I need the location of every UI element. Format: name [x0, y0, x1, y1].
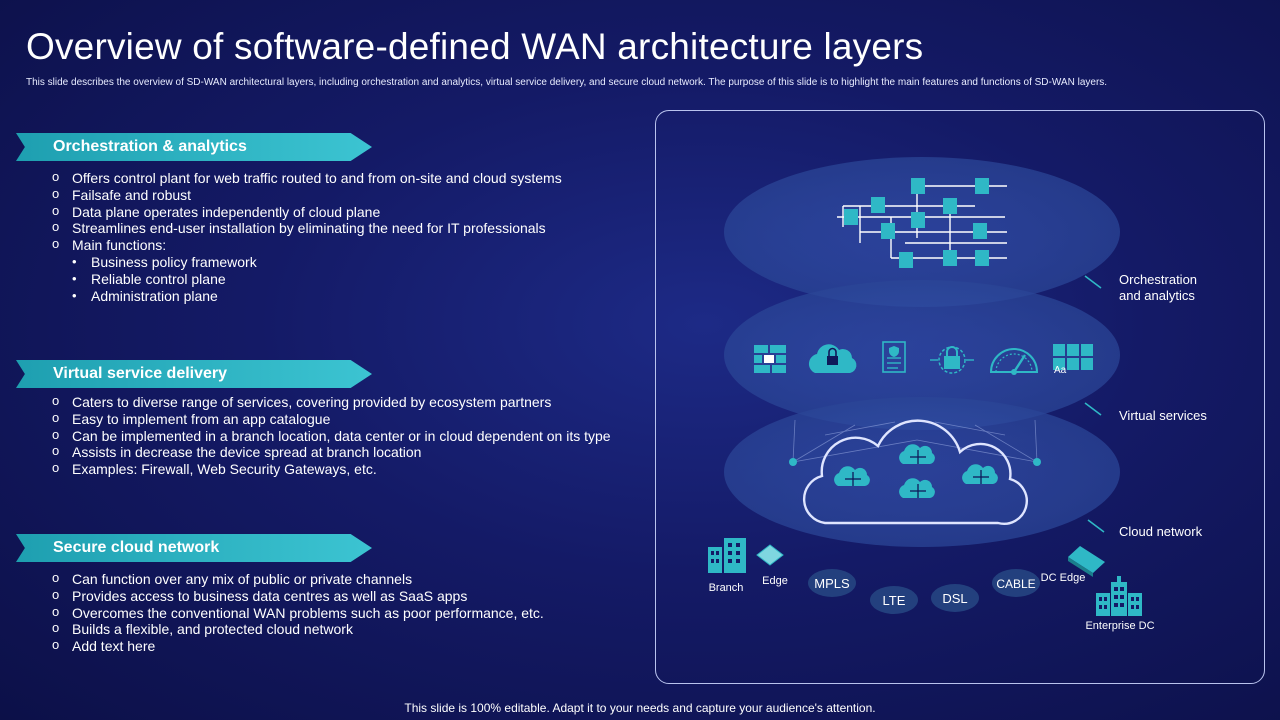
list-item: Easy to implement from an app catalogue — [52, 410, 611, 428]
list-item: Assists in decrease the device spread at… — [52, 443, 611, 461]
app-grid-icon: Aa — [1053, 344, 1093, 376]
sub-list-item: Reliable control plane — [52, 271, 562, 288]
cable-node — [992, 569, 1040, 597]
node-label-enterprise-dc: Enterprise DC — [1085, 620, 1154, 632]
dc-edge-device-icon — [1068, 546, 1105, 577]
page-subtitle: This slide describes the overview of SD-… — [26, 77, 1108, 88]
list-item: Main functions: — [52, 236, 562, 254]
cloud-network-node — [1033, 458, 1041, 466]
list-item: Can be implemented in a branch location,… — [52, 427, 611, 445]
sub-list-item: Business policy framework — [52, 254, 562, 271]
list-item: Examples: Firewall, Web Security Gateway… — [52, 460, 611, 478]
node-label-branch: Branch — [709, 582, 744, 594]
cloud-network-mesh — [792, 419, 1038, 463]
cloud-lock-icon — [808, 344, 857, 373]
dsl-node — [931, 584, 979, 612]
node-label-dc-edge: DC Edge — [1041, 572, 1086, 584]
list-item: Streamlines end-user installation by eli… — [52, 219, 562, 237]
firewall-icon — [754, 345, 786, 373]
list-item: Can function over any mix of public or p… — [52, 570, 544, 588]
node-label-cable: CABLE — [996, 577, 1035, 591]
orchestration-bullet-list: Offers control plant for web traffic rou… — [52, 169, 562, 305]
node-label-mpls: MPLS — [814, 576, 850, 591]
mpls-node — [808, 569, 856, 597]
layer-callout-lines — [1084, 275, 1105, 533]
section-heading: Secure cloud network — [53, 539, 220, 556]
layer-label-orchestration-line2: and analytics — [1119, 288, 1195, 303]
list-item: Data plane operates independently of clo… — [52, 203, 562, 221]
list-item: Provides access to business data centres… — [52, 587, 544, 605]
section-banner-secure-cloud: Secure cloud network — [16, 534, 372, 562]
cloud-outline-icon — [802, 419, 1028, 525]
branch-building-icon — [708, 538, 746, 573]
architecture-diagram: Aa Orchestration and analytics Virtual s… — [708, 157, 1207, 632]
list-item: Caters to diverse range of services, cov… — [52, 393, 611, 411]
sub-list-item: Administration plane — [52, 288, 562, 305]
architecture-diagram-panel — [655, 110, 1265, 684]
node-label-lte: LTE — [883, 593, 906, 608]
virtual-services-layer — [724, 280, 1120, 430]
app-grid-icon-text: Aa — [1054, 365, 1067, 376]
section-heading: Virtual service delivery — [53, 365, 228, 382]
network-lock-icon — [930, 346, 974, 374]
section-heading: Orchestration & analytics — [53, 138, 247, 155]
enterprise-dc-building-icon — [1096, 576, 1142, 616]
layer-label-virtual-services: Virtual services — [1119, 408, 1207, 423]
layer-label-orchestration: Orchestration — [1119, 272, 1197, 287]
section-banner-orchestration: Orchestration & analytics — [16, 133, 372, 161]
cloud-router-arrows — [845, 450, 989, 498]
node-label-edge: Edge — [762, 575, 788, 587]
list-item: Add text here — [52, 637, 544, 655]
page-title: Overview of software-defined WAN archite… — [26, 26, 924, 67]
lte-node — [870, 586, 918, 614]
speedometer-icon — [989, 348, 1039, 375]
list-item: Overcomes the conventional WAN problems … — [52, 604, 544, 622]
cloud-network-layer — [724, 397, 1120, 547]
cloud-network-node — [789, 458, 797, 466]
section-banner-virtual-service: Virtual service delivery — [16, 360, 372, 388]
footer-note: This slide is 100% editable. Adapt it to… — [404, 701, 876, 715]
orchestration-node-icons — [844, 178, 989, 268]
node-label-dsl: DSL — [942, 591, 967, 606]
list-item: Builds a flexible, and protected cloud n… — [52, 620, 544, 638]
cloud-router-icons — [834, 444, 998, 498]
edge-device-icon — [756, 544, 784, 566]
list-item: Failsafe and robust — [52, 186, 562, 204]
secure-document-icon — [882, 341, 906, 373]
secure-cloud-bullet-list: Can function over any mix of public or p… — [52, 570, 544, 655]
virtual-service-bullet-list: Caters to diverse range of services, cov… — [52, 393, 611, 478]
list-item: Offers control plant for web traffic rou… — [52, 169, 562, 187]
layer-label-cloud-network: Cloud network — [1119, 524, 1203, 539]
